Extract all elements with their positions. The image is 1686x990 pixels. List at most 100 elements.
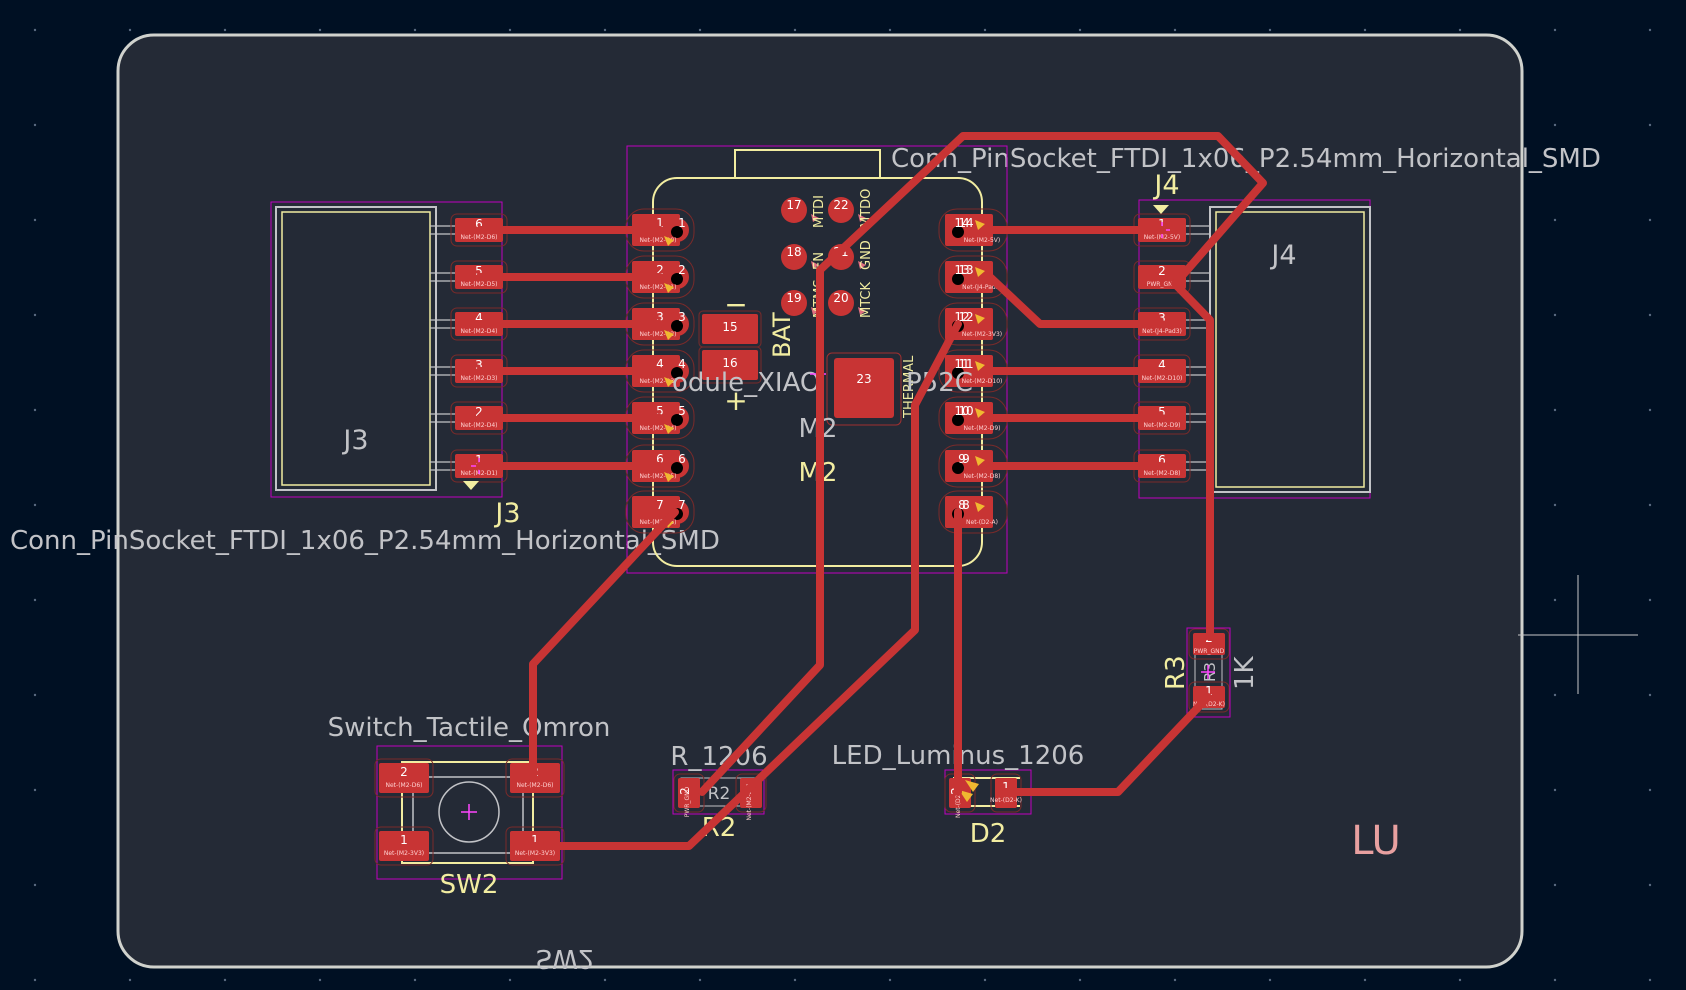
track[interactable] (1002, 693, 1212, 796)
pad-number: 5 (656, 404, 664, 418)
bat-label: BAT (768, 312, 796, 358)
pad-number: 9 (958, 452, 966, 466)
j4-ref: J4 (1152, 170, 1179, 201)
bat-plus: + (724, 384, 747, 417)
pad-number: 20 (833, 291, 848, 305)
silk-outline (401, 761, 534, 864)
ratsnest-arrow-icon (664, 283, 674, 293)
pad-number: 11 (958, 357, 973, 371)
pad-net-label: Net-(M2-D2) (640, 331, 677, 338)
pad-number: 1 (678, 216, 686, 230)
jtag-label: GND (859, 240, 874, 270)
pad-number: 12 (958, 310, 973, 324)
footprint-sw2[interactable]: 2Net-(M2-D6)2Net-(M2-D6)1Net-(M2-3V3)1Ne… (328, 713, 611, 973)
jtag-label: MTCK (859, 282, 874, 318)
pad-number: 6 (1158, 453, 1166, 467)
pad-net-label: Net-(D2-K) (1193, 701, 1225, 708)
footprint-j3[interactable]: 6Net-(M2-D6)5Net-(M2-D5)4Net-(M2-D4)3Net… (10, 201, 720, 556)
crosshair-cursor-icon (1518, 575, 1638, 694)
anchor-cross-icon (1201, 665, 1215, 679)
ratsnest-arrow-icon (811, 214, 819, 222)
pad-net-label: Net-(M2-D5) (461, 281, 498, 288)
pad-net-label: Net-(M2-D10) (962, 378, 1003, 385)
pad-number: 7 (678, 498, 686, 512)
pad-number: 17 (786, 198, 801, 212)
pad-number: 7 (656, 498, 664, 512)
m2-jtag-pad[interactable]: 17 (781, 197, 819, 223)
pad-number: 4 (1158, 358, 1166, 372)
pad-number: 1 (656, 216, 664, 230)
pad-number: 5 (475, 264, 483, 278)
m2-jtag-pad[interactable]: 19 (781, 290, 819, 316)
pad-net-label: Net-(M2-5V) (964, 237, 1000, 244)
pin1-marker-icon (463, 481, 479, 490)
ratsnest-arrow-icon (858, 307, 866, 315)
j3-ref: J3 (493, 498, 520, 529)
pad-number: 14 (958, 216, 973, 230)
pad-number: 5 (1158, 405, 1166, 419)
pad-number: 10 (958, 404, 973, 418)
pad-net-label: Net-(M2-3V3) (515, 850, 555, 857)
m2-bat-pad[interactable]: 15 (698, 310, 762, 348)
m2-bat-pad[interactable]: 16 (698, 346, 762, 384)
ratsnest-arrow-icon (858, 261, 866, 269)
m2-jtag-pad[interactable]: 22 (828, 197, 866, 223)
jtag-label: MTDI (812, 195, 827, 228)
ratsnest-arrow-icon (811, 261, 819, 269)
track[interactable] (986, 273, 1166, 328)
ratsnest-arrow-icon (975, 267, 985, 277)
pad-net-label: Net-(M2-D3) (640, 378, 677, 385)
pad-net-label: PWR_GND (684, 786, 691, 817)
courtyard (376, 745, 563, 880)
pad-net-label: Net-(M2-D6) (517, 782, 554, 789)
ratsnest-arrow-icon (975, 361, 985, 371)
pad-net-label: Net-(M2-D4) (640, 425, 677, 432)
fab-outline (412, 776, 524, 854)
copper-tracks[interactable] (476, 132, 1267, 850)
m2-value-right: P52C (906, 368, 973, 398)
pad-net-label: Net-(M2-D6) (461, 234, 498, 241)
pad-net-label: PWR_GND (1194, 648, 1225, 655)
sw2-ref: SW2 (440, 870, 499, 900)
ratsnest-arrow-icon (965, 780, 979, 792)
pad-net-label: Net-(M2-D9) (964, 425, 1001, 432)
pad-number: 6 (678, 452, 686, 466)
pad-number: 3 (656, 310, 664, 324)
pad-number: 14 (954, 216, 969, 230)
r3-value: 1K (1230, 655, 1260, 690)
pad-number: 4 (475, 311, 483, 325)
pad-number: 2 (400, 765, 408, 779)
pad-number: 2 (656, 263, 664, 277)
pad-number: 2 (475, 405, 483, 419)
pad-number: 6 (656, 452, 664, 466)
pad-number: 22 (833, 198, 848, 212)
pad-number: 4 (656, 357, 664, 371)
pad-number: 1 (400, 833, 408, 847)
pad-number: 4 (678, 357, 686, 371)
pad-net-label: Net-(M2-D9) (1144, 422, 1181, 429)
pad-net-label: Net-(M2-3V3) (384, 850, 424, 857)
track[interactable] (529, 508, 679, 782)
track[interactable] (531, 320, 962, 850)
m2-jtag-pad[interactable]: 20 (828, 290, 866, 316)
thermal-pad[interactable]: 23 THERMAL (826, 352, 917, 426)
m2-jtag-pad[interactable]: 18 (781, 244, 819, 270)
pad-net-label: Net-(M2-D4) (461, 422, 498, 429)
thermal-pad-number: 23 (856, 372, 871, 386)
track[interactable] (698, 132, 1267, 796)
d2-ref: D2 (970, 819, 1007, 849)
pad-net-label: Net-(M2-D1) (640, 284, 677, 291)
button-circle-icon (438, 781, 500, 843)
